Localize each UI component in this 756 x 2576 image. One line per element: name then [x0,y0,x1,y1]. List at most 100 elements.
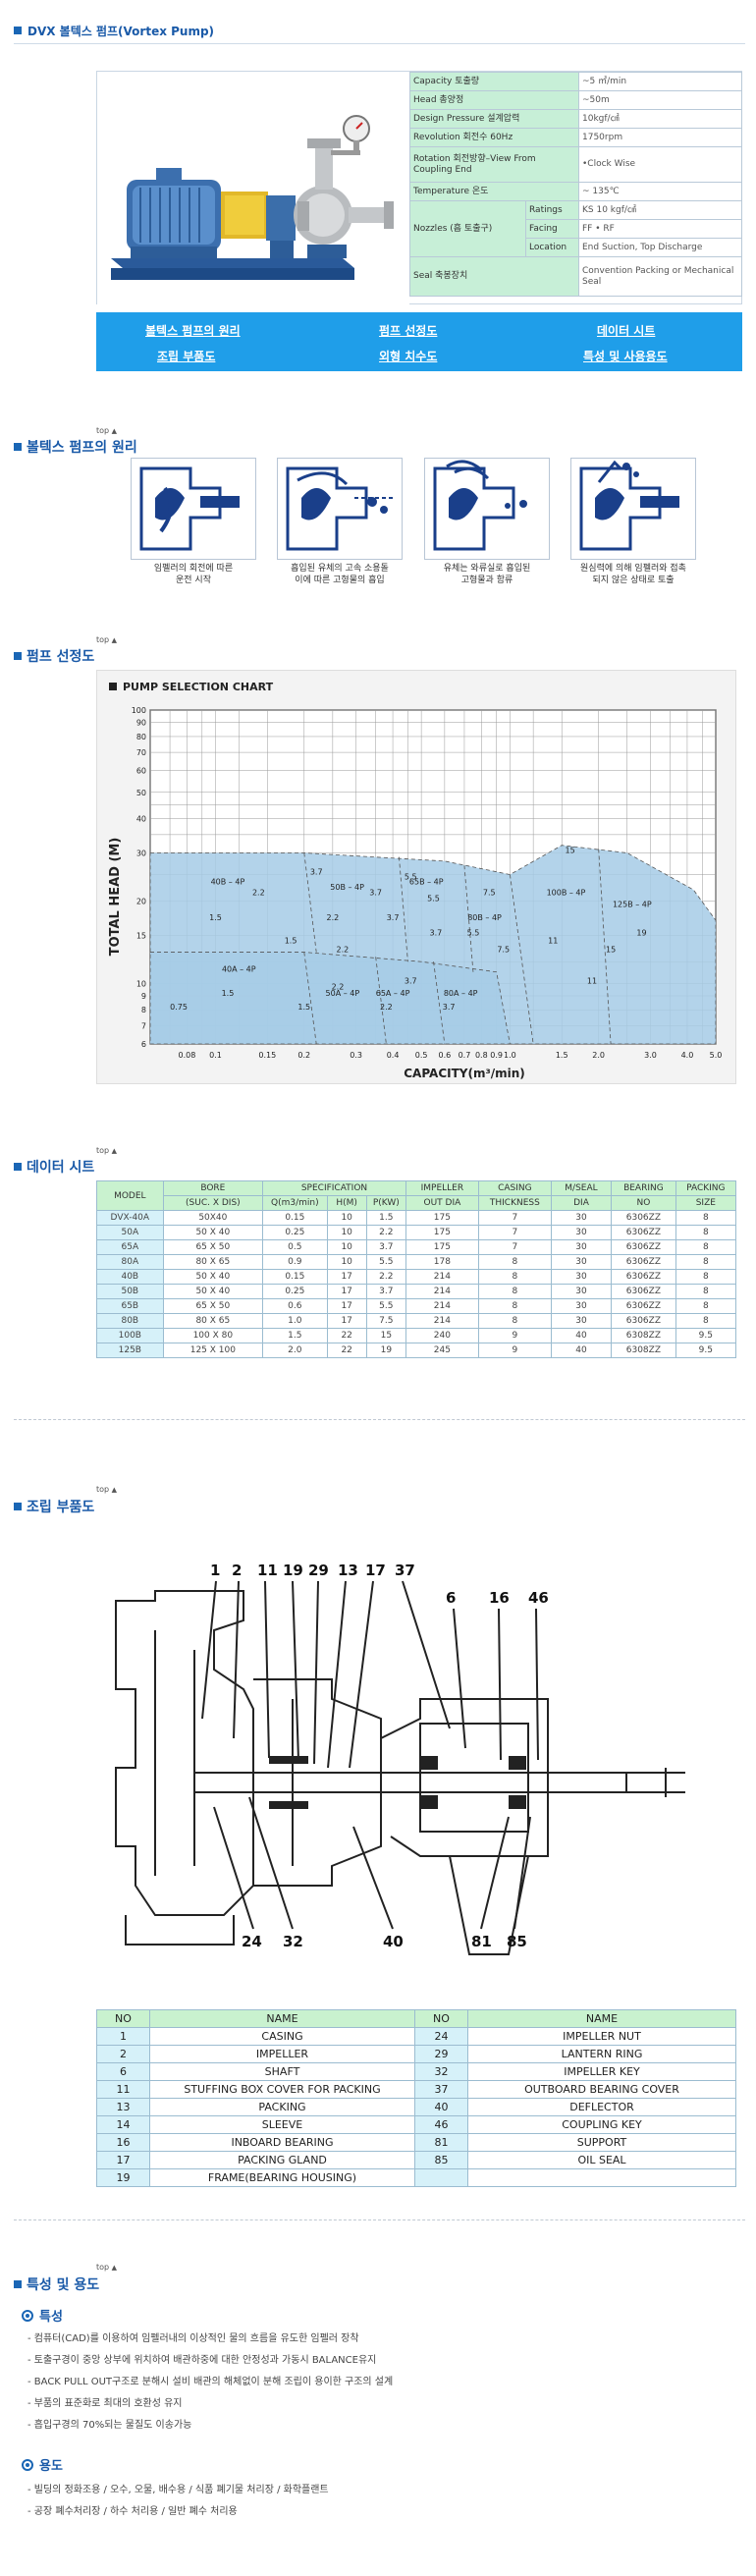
impeller-diagram-icon [139,466,240,551]
chart-x-tick-label: 5.0 [710,1051,723,1060]
table-cell: 50 X 40 [162,1225,264,1240]
up-arrow-icon: ▲ [111,636,118,644]
caption-line: 흡입된 유체의 고속 소용돌 [291,564,389,574]
table-cell: 30 [550,1298,613,1314]
chart-model-label: 50B – 4P [330,883,364,892]
spec-label: Rotation 회전방향–View From Coupling End [409,146,579,183]
table-cell: 9 [477,1328,552,1343]
top-link-label: top [96,1146,110,1155]
product-overview: Capacity 토출량 ~5 ㎥/min Head 총양정 ~50m Desi… [96,71,742,305]
callout-label: 81 [471,1933,492,1950]
header-cell: IMPELLER [405,1180,479,1196]
top-link[interactable]: top ▲ [96,2263,117,2272]
spec-label: Revolution 회전수 60Hz [409,128,579,147]
chart-power-label: 15 [566,846,575,854]
section-square-icon [14,443,22,451]
table-cell: 2.2 [365,1269,406,1285]
title-square-icon [14,27,22,34]
menu-link-selection[interactable]: 펌프 선정도 [379,324,438,338]
table-cell: 2.2 [365,1225,406,1240]
table-cell: 7 [477,1239,552,1255]
table-cell: 175 [405,1225,479,1240]
part-number-cell: 37 [414,2080,468,2099]
table-cell: 8 [675,1269,737,1285]
usage-item: - 빌딩의 정화조용 / 오수, 오물, 배수용 / 식품 폐기물 처리장 / … [27,2485,329,2495]
table-cell: 8 [675,1313,737,1329]
menu-link-principle[interactable]: 볼텍스 펌프의 원리 [145,324,241,338]
table-cell: 245 [405,1343,479,1358]
header-cell: NAME [149,2009,415,2028]
header-cell: M/SEAL [550,1180,613,1196]
up-arrow-icon: ▲ [111,1486,118,1494]
header-cell: SPECIFICATION [262,1180,406,1196]
table-cell: 6306ZZ [611,1313,676,1329]
feature-item: - 토출구경이 중앙 상부에 위치하여 배관하중에 대한 안정성과 가동시 BA… [27,2355,377,2366]
part-number-cell: 16 [96,2133,150,2152]
spec-value: 10kgf/㎠ [578,109,742,129]
table-cell: 30 [550,1225,613,1240]
part-name-cell: LANTERN RING [467,2045,736,2063]
chart-x-tick-label: 0.15 [258,1051,276,1060]
chart-y-tick-label: 50 [136,789,146,797]
principle-image-1 [131,458,256,560]
top-link[interactable]: top ▲ [96,1485,117,1494]
section-heading-features: 특성 및 용도 [14,2275,99,2294]
chart-power-label: 19 [636,928,646,937]
seal-value: Convention Packing or Mechanical Seal [578,256,742,297]
caption-line: 원심력에 의해 임펠러와 접촉 [580,564,686,574]
chart-power-label: 0.75 [170,1003,188,1012]
chart-x-tick-label: 0.5 [415,1051,428,1060]
spec-label: Head 총양정 [409,90,579,110]
part-number-cell: 17 [96,2151,150,2169]
table-cell: 50 X 40 [162,1269,264,1285]
top-link-label: top [96,2263,110,2272]
menu-link-features[interactable]: 특성 및 사용용도 [583,350,668,363]
caption-line: 유체는 와류실로 흡입된 [443,564,531,574]
usage-item: - 공장 폐수처리장 / 하수 처리용 / 일반 폐수 처리용 [27,2506,238,2517]
top-link[interactable]: top ▲ [96,426,117,435]
chart-model-boundary [598,849,612,1045]
header-cell: P(KW) [365,1195,406,1211]
table-cell: 17 [326,1313,367,1329]
chart-x-tick-label: 0.3 [350,1051,362,1060]
table-cell: 7 [477,1225,552,1240]
chart-y-tick-label: 8 [141,1006,146,1014]
part-number-cell: 40 [414,2098,468,2116]
nozzle-sub-label: Location [525,238,579,257]
table-cell: 7 [477,1210,552,1226]
chart-x-tick-label: 0.4 [387,1051,400,1060]
chart-power-label: 3.7 [310,868,323,877]
callout-label: 32 [283,1933,303,1950]
table-cell: 17 [326,1298,367,1314]
page-title: DVX 볼텍스 펌프(Vortex Pump) [14,22,214,39]
chart-y-tick-label: 90 [136,719,146,728]
top-link[interactable]: top ▲ [96,635,117,644]
part-name-cell: SHAFT [149,2062,415,2081]
menu-link-dimensions[interactable]: 외형 치수도 [379,350,438,363]
feature-item: - 컴퓨터(CAD)를 이용하여 임펠러내의 이상적인 물의 흐름을 유도한 임… [27,2333,359,2344]
chart-model-label: 65A – 4P [376,989,410,998]
chart-model-label: 80B – 4P [467,913,502,922]
menu-link-assembly[interactable]: 조립 부품도 [157,350,216,363]
chart-canvas: PUMP SELECTION CHART TOTAL HEAD (M) CAPA… [108,681,723,1080]
callout-label: 1 [210,1562,220,1579]
table-cell: 6306ZZ [611,1298,676,1314]
table-cell: 0.9 [262,1254,328,1270]
chart-model-boundary [303,952,317,1045]
table-cell: 50 X 40 [162,1284,264,1299]
feature-item: - 흡입구경의 70%되는 물질도 이송가능 [27,2420,192,2431]
header-cell: NO [414,2009,468,2028]
table-cell: 65 X 50 [162,1239,264,1255]
chart-x-axis-label: CAPACITY(m³/min) [404,1067,525,1080]
chart-x-tick-label: 2.0 [592,1051,605,1060]
menu-link-datasheet[interactable]: 데이터 시트 [597,324,656,338]
chart-power-label: 3.7 [405,976,417,985]
chart-x-tick-label: 1.5 [556,1051,568,1060]
top-link[interactable]: top ▲ [96,1146,117,1155]
part-name-cell: INBOARD BEARING [149,2133,415,2152]
chart-y-axis-label: TOTAL HEAD (M) [108,838,123,957]
header-cell: BEARING [611,1180,676,1196]
part-number-cell: 32 [414,2062,468,2081]
